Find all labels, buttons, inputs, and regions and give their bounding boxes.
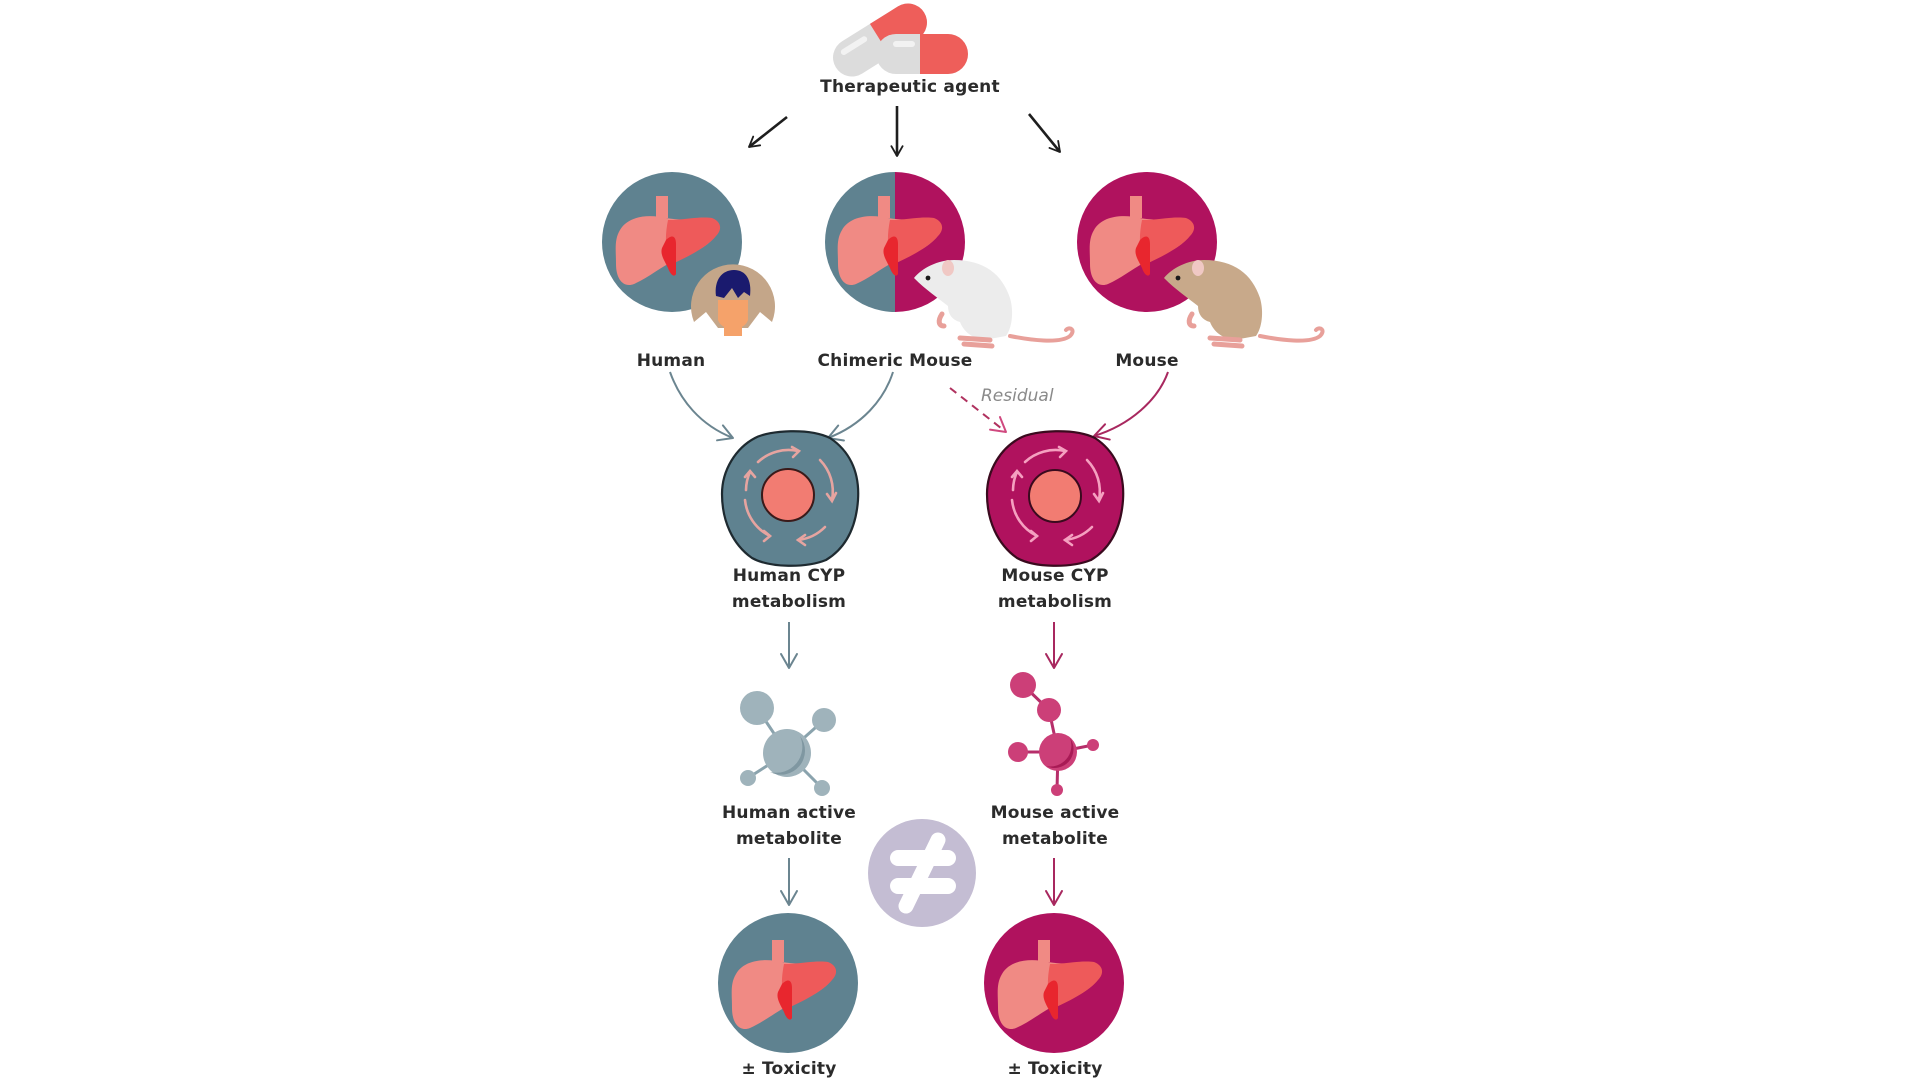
not-equal-icon (868, 819, 976, 927)
source-label-chimeric: Chimeric Mouse (817, 351, 973, 371)
human-cyp-label-line2: metabolism (731, 592, 847, 612)
residual-label: Residual (981, 386, 1054, 406)
arrow-to-human (748, 115, 788, 149)
mouse-metabolite-label: Mouse active metabolite (991, 800, 1120, 852)
human-source-icon (602, 172, 775, 336)
human-avatar-icon (691, 264, 775, 336)
white-mouse-icon (914, 260, 1075, 349)
human-metabolite-label: Human active metabolite (722, 800, 856, 852)
arrow-chimeric-to-human-cyp (827, 371, 894, 442)
human-toxicity-liver-icon (718, 913, 858, 1053)
human-toxicity-label: ± Toxicity (741, 1059, 837, 1079)
human-cyp-label-line1: Human CYP (732, 566, 846, 586)
human-cyp-label: Human CYP metabolism (732, 563, 846, 615)
mouse-toxicity-label: ± Toxicity (1007, 1059, 1103, 1079)
mouse-cyp-label-line2: metabolism (997, 592, 1113, 612)
arrow-mouse-to-mouse-cyp (1093, 371, 1169, 441)
mouse-metabolite-molecule-icon (1008, 672, 1099, 796)
arrow-to-mouse (1027, 113, 1062, 153)
source-label-human: Human (636, 351, 706, 371)
mouse-cyp-label-line1: Mouse CYP (1001, 566, 1109, 586)
mouse-cyp-cell-icon (985, 430, 1125, 567)
source-label-mouse: Mouse (1115, 351, 1179, 371)
pill-capsules-icon (833, 3, 968, 77)
human-cyp-cell-icon (720, 430, 860, 567)
chimeric-mouse-source-icon (825, 172, 1075, 349)
arrow-chimeric-residual-to-mouse-cyp (949, 387, 1007, 433)
human-metabolite-molecule-icon (740, 691, 836, 796)
brown-mouse-icon (1164, 260, 1325, 349)
mouse-metabolite-label-line1: Mouse active (990, 803, 1120, 823)
mouse-toxicity-liver-icon (984, 913, 1124, 1053)
mouse-cyp-label: Mouse CYP metabolism (998, 563, 1112, 615)
therapeutic-agent-label: Therapeutic agent (820, 77, 1000, 97)
human-metabolite-label-line2: metabolite (735, 829, 842, 849)
human-metabolite-label-line1: Human active (721, 803, 857, 823)
mouse-source-icon (1077, 172, 1325, 349)
mouse-metabolite-label-line2: metabolite (1001, 829, 1108, 849)
arrow-human-to-human-cyp (669, 371, 734, 442)
